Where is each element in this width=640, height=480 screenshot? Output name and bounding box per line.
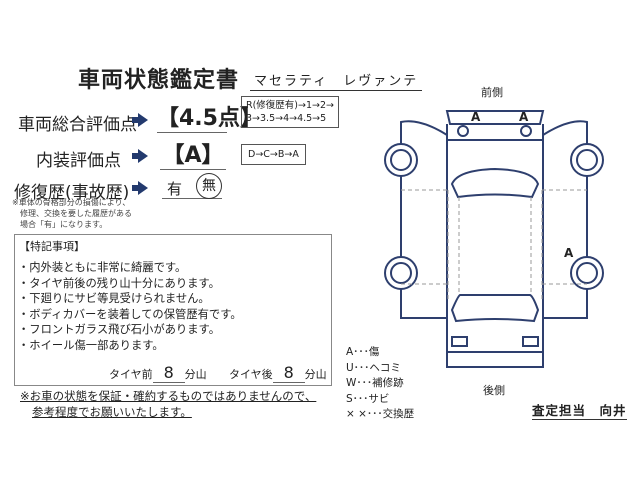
body-outline bbox=[446, 124, 544, 368]
taillight-left bbox=[451, 336, 468, 347]
arrow-right-icon bbox=[132, 113, 148, 127]
door-lines bbox=[401, 189, 587, 300]
legend-item: × ×･･･交換歴 bbox=[346, 408, 415, 420]
wheel-front-left bbox=[384, 143, 418, 177]
remarks-box: 【特記事項】 ・内外装ともに非常に綺麗です。 ・タイヤ前後の残り山十分にあります… bbox=[14, 234, 332, 386]
disclaimer-line: 参考程度でお願いいたします。 bbox=[32, 405, 192, 419]
front-windshield bbox=[450, 167, 540, 199]
list-item: ・フロントガラス飛び石小があります。 bbox=[18, 323, 220, 336]
interior-score-scale: D→C→B→A bbox=[241, 144, 306, 165]
scale-line: R(修復歴有)→1→2→ bbox=[246, 100, 334, 111]
taillight-right bbox=[522, 336, 539, 347]
disclaimer-line: ※お車の状態を保証・確約するものではありませんので、 bbox=[20, 389, 317, 403]
option-no-selected: 無 bbox=[196, 173, 222, 199]
repair-history-label: 修復歴(事故歴) bbox=[14, 183, 130, 203]
damage-mark: A bbox=[519, 110, 529, 124]
note-line: 修理、交換を要した履歴がある bbox=[20, 209, 132, 218]
damage-legend: A･･･傷 U･･･ヘコミ W･･･補修跡 S･･･サビ × ×･･･交換歴 bbox=[346, 345, 414, 423]
headlight-right bbox=[520, 125, 532, 137]
arrow-right-icon bbox=[132, 181, 148, 195]
remarks-list: ・内外装ともに非常に綺麗です。 ・タイヤ前後の残り山十分にあります。 ・下廻りに… bbox=[18, 260, 242, 353]
remarks-heading: 【特記事項】 bbox=[19, 240, 85, 253]
tire-rear-label: タイヤ後 bbox=[229, 368, 273, 381]
overall-score-scale: R(修復歴有)→1→2→ 3→3.5→4→4.5→5 bbox=[241, 96, 339, 128]
list-item: ・ボディカバーを装着しての保管歴有です。 bbox=[18, 307, 242, 321]
inspector: 査定担当 向井 bbox=[532, 400, 627, 420]
tire-rear-value: 8 bbox=[272, 363, 305, 383]
disclaimer: ※お車の状態を保証・確約するものではありませんので、 参考程度でお願いいたします… bbox=[20, 388, 316, 420]
front-label: 前側 bbox=[481, 86, 503, 99]
note-line: 場合「有」になります。 bbox=[20, 220, 108, 229]
overall-score-label: 車両総合評価点 bbox=[18, 115, 137, 135]
list-item: ・タイヤ前後の残り山十分にあります。 bbox=[18, 276, 220, 290]
tire-unit: 分山 bbox=[304, 368, 327, 381]
headlight-left bbox=[457, 125, 469, 137]
legend-item: W･･･補修跡 bbox=[346, 377, 404, 389]
repair-note: ※車体の骨格部分の損傷により、 修理、交換を要した履歴がある 場合「有」になりま… bbox=[12, 197, 132, 230]
repair-history-value: 有 無 bbox=[162, 173, 222, 199]
tire-unit: 分山 bbox=[184, 368, 207, 381]
legend-item: U･･･ヘコミ bbox=[346, 361, 401, 374]
list-item: ・下廻りにサビ等見受けられません。 bbox=[18, 292, 210, 305]
list-item: ・ホイール傷一部あります。 bbox=[18, 338, 164, 352]
rear-window bbox=[450, 294, 540, 323]
left-side-panel bbox=[400, 120, 448, 319]
legend-item: A･･･傷 bbox=[346, 346, 380, 358]
car-model: マセラティ レヴァンテ bbox=[250, 70, 423, 91]
tire-front-value: 8 bbox=[152, 363, 185, 383]
legend-item: S･･･サビ bbox=[346, 392, 390, 405]
interior-score-value: 【A】 bbox=[160, 137, 226, 170]
tire-front-label: タイヤ前 bbox=[109, 368, 153, 381]
damage-mark: A bbox=[564, 246, 574, 260]
wheel-rear-left bbox=[384, 256, 418, 290]
scale-line: 3→3.5→4→4.5→5 bbox=[246, 113, 327, 124]
rear-label: 後側 bbox=[483, 384, 505, 397]
interior-score-label: 内装評価点 bbox=[36, 151, 121, 171]
front-bumper bbox=[445, 110, 545, 125]
right-side-panel bbox=[542, 120, 588, 319]
arrow-right-icon bbox=[132, 149, 148, 163]
wheel-rear-right bbox=[570, 256, 604, 290]
page-title: 車両状態鑑定書 bbox=[78, 68, 240, 93]
wheel-front-right bbox=[570, 143, 604, 177]
list-item: ・内外装ともに非常に綺麗です。 bbox=[18, 261, 187, 274]
damage-mark: A bbox=[471, 110, 481, 124]
option-yes: 有 bbox=[167, 180, 183, 198]
note-line: ※車体の骨格部分の損傷により、 bbox=[12, 198, 131, 207]
